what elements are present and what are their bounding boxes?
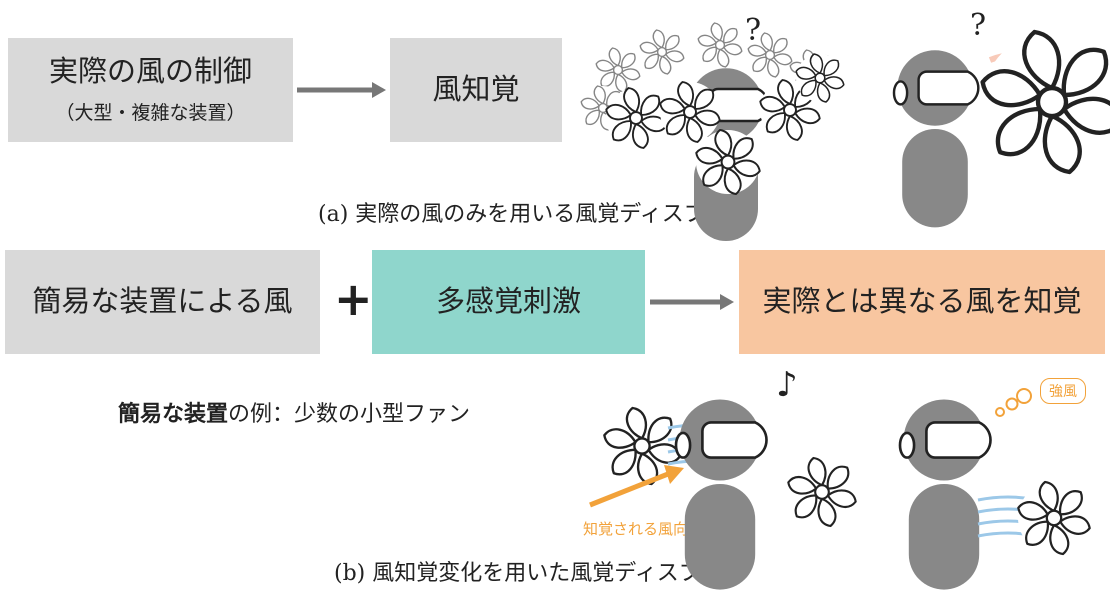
wind-perception-box: 風知覚 — [390, 38, 562, 142]
multisensory-box: 多感覚刺激 — [372, 250, 645, 354]
wind-perception-label: 風知覚 — [432, 72, 520, 107]
simple-device-box: 簡易な装置による風 — [5, 250, 320, 354]
different-wind-label: 実際とは異なる風を知覚 — [762, 284, 1082, 319]
example-bold: 簡易な装置 — [118, 402, 229, 427]
question-mark-icon: ? — [745, 13, 761, 48]
big-fan-illustration: ? — [892, 8, 1110, 229]
real-wind-control-title: 実際の風の制御 — [48, 53, 252, 88]
wind-direction-label: 知覚される風向 — [583, 520, 689, 538]
example-text: 簡易な装置の例：少数の小型ファン — [118, 396, 470, 428]
question-mark-icon: ? — [970, 8, 986, 43]
real-wind-control-box: 実際の風の制御 （大型・複雑な装置） — [8, 38, 293, 142]
thought-bubble-icon — [995, 388, 1032, 417]
plus-sign: + — [334, 272, 373, 326]
arrow-icon — [650, 294, 734, 310]
music-illustration: ♪ — [589, 365, 860, 591]
fan-ring-illustration: ? — [578, 13, 847, 243]
real-wind-control-sub: （大型・複雑な装置） — [55, 102, 246, 125]
different-wind-box: 実際とは異なる風を知覚 — [739, 250, 1105, 354]
music-note-icon: ♪ — [776, 365, 798, 405]
multisensory-label: 多感覚刺激 — [435, 284, 581, 319]
strong-wind-bubble: 強風 — [1040, 378, 1086, 404]
arrow-icon — [297, 82, 386, 98]
example-rest: の例：少数の小型ファン — [228, 402, 471, 427]
caption-b: (b) 風知覚変化を用いた風覚ディスプレイ — [334, 561, 745, 586]
caption-a: (a) 実際の風のみを用いる風覚ディスプレイ — [318, 202, 750, 227]
simple-device-label: 簡易な装置による風 — [32, 284, 293, 319]
strong-wind-illustration — [898, 388, 1094, 591]
